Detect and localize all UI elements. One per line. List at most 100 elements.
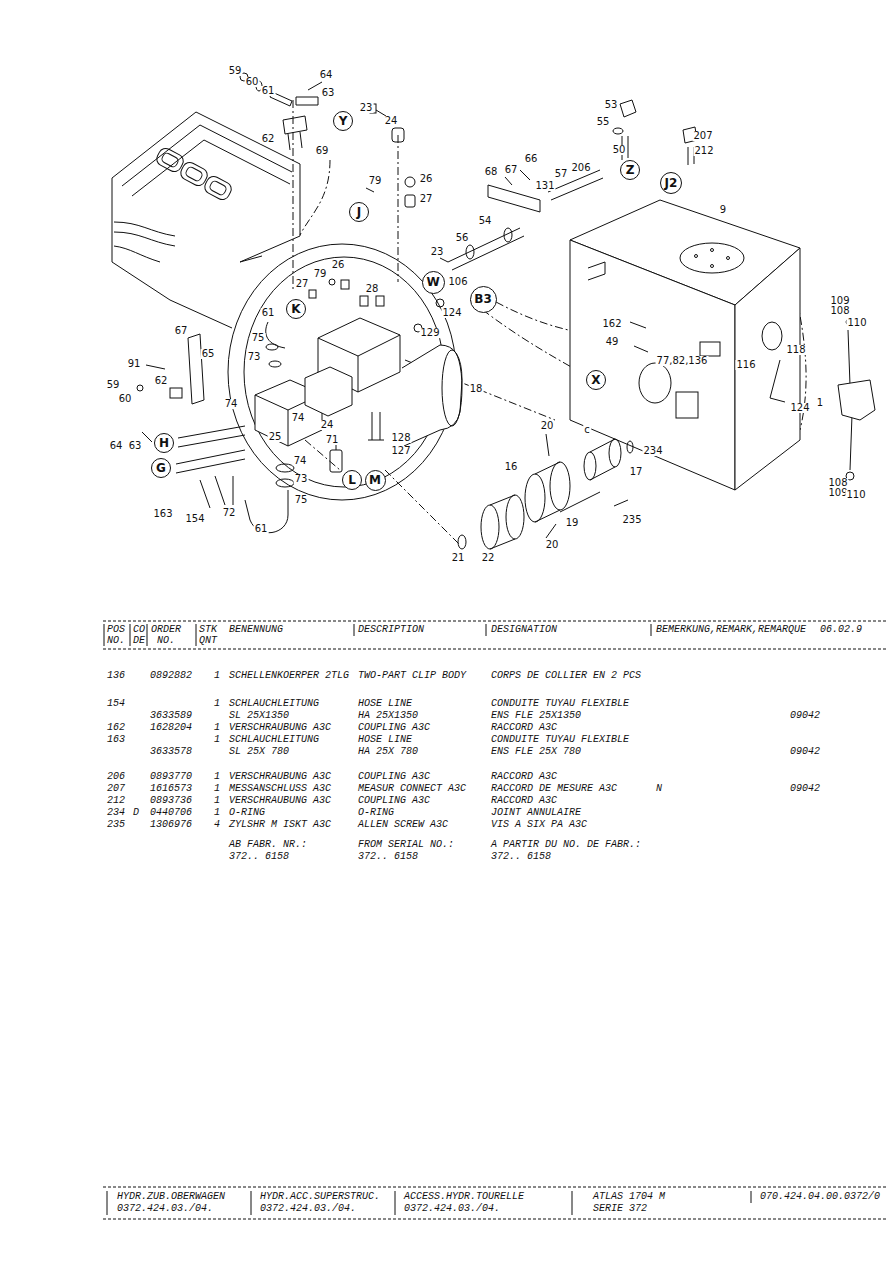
table-cell: COUPLING A3C bbox=[358, 795, 430, 807]
table-cell: CONDUITE TUYAU FLEXIBLE bbox=[491, 698, 629, 710]
table-cell: 162 bbox=[107, 722, 125, 734]
table-cell: 1 bbox=[214, 722, 220, 734]
table-cell: BEMERKUNG,REMARK,REMARQUE bbox=[656, 624, 806, 636]
callout-number: 17 bbox=[629, 467, 644, 477]
callout-number: 22 bbox=[481, 553, 496, 563]
callout-letter: M bbox=[369, 474, 381, 486]
callout-number: 1 bbox=[816, 398, 824, 408]
coupling-assembly bbox=[458, 434, 633, 549]
callout-number: 206 bbox=[570, 163, 591, 173]
callout-number: c bbox=[583, 425, 591, 435]
callout-number: 57 bbox=[554, 169, 569, 179]
footer-text: ACCESS.HYDR.TOURELLE bbox=[404, 1191, 524, 1203]
table-cell: SL 25X1350 bbox=[229, 710, 289, 722]
callout-number: 234 bbox=[642, 446, 663, 456]
callout-circle: B3 bbox=[470, 286, 497, 313]
table-cell: SL 25X 780 bbox=[229, 746, 289, 758]
callout-number: 19 bbox=[565, 518, 580, 528]
table-cell: CONDUITE TUYAU FLEXIBLE bbox=[491, 734, 629, 746]
callout-number: 21 bbox=[451, 553, 466, 563]
component-right bbox=[770, 319, 875, 480]
callout-letter: Z bbox=[626, 164, 635, 176]
table-cell: SCHLAUCHLEITUNG bbox=[229, 734, 319, 746]
table-cell: 06.02.9 bbox=[820, 624, 862, 636]
callout-number: 56 bbox=[455, 233, 470, 243]
callout-letter: J2 bbox=[665, 177, 678, 189]
pump-face bbox=[442, 350, 462, 426]
callout-circle: Z bbox=[620, 160, 640, 180]
hoses-left bbox=[137, 334, 294, 533]
table-cell: DESCRIPTION bbox=[358, 624, 424, 636]
callout-circle: J2 bbox=[660, 172, 682, 194]
callout-number: 69 bbox=[315, 146, 330, 156]
callout-number: 75 bbox=[294, 495, 309, 505]
table-cell: VIS A SIX PA A3C bbox=[491, 819, 587, 831]
table-cell: 372.. 6158 bbox=[491, 851, 551, 863]
assembly-lines bbox=[293, 100, 806, 545]
callout-number: 23 bbox=[430, 247, 445, 257]
table-cell: 3633578 bbox=[150, 746, 192, 758]
callout-number: 124 bbox=[441, 308, 462, 318]
table-cell: 1616573 bbox=[150, 783, 192, 795]
table-cell: 207 bbox=[107, 783, 125, 795]
callout-number: 110 bbox=[845, 490, 866, 500]
table-cell: 206 bbox=[107, 771, 125, 783]
callout-number: 62 bbox=[261, 134, 276, 144]
callout-number: 27 bbox=[295, 279, 310, 289]
tank bbox=[570, 200, 800, 490]
callout-number: 16 bbox=[504, 462, 519, 472]
callout-letter: K bbox=[291, 303, 300, 315]
table-cell: 372.. 6158 bbox=[229, 851, 289, 863]
footer-text: 070.424.04.00.0372/0 bbox=[760, 1191, 880, 1203]
callout-letter: J bbox=[357, 206, 361, 218]
table-cell: MEASUR CONNECT A3C bbox=[358, 783, 466, 795]
table-cell: 0892882 bbox=[150, 670, 192, 682]
table-cell: VERSCHRAUBUNG A3C bbox=[229, 795, 331, 807]
table-cell: HOSE LINE bbox=[358, 698, 412, 710]
table-cell: 09042 bbox=[790, 783, 820, 795]
table-cell: 1 bbox=[214, 698, 220, 710]
callout-number: 23 bbox=[359, 103, 374, 113]
footer-text: HYDR.ZUB.OBERWAGEN bbox=[117, 1191, 225, 1203]
table-cell: HA 25X1350 bbox=[358, 710, 418, 722]
callout-number: 124 bbox=[789, 403, 810, 413]
table-cell: MESSANSCHLUSS A3C bbox=[229, 783, 331, 795]
callout-number: 20 bbox=[540, 421, 555, 431]
callout-number: 212 bbox=[693, 146, 714, 156]
engine-block bbox=[112, 112, 300, 328]
table-cell: 09042 bbox=[790, 710, 820, 722]
table-cell: 0440706 bbox=[150, 807, 192, 819]
callout-number: 106 bbox=[447, 277, 468, 287]
table-separators bbox=[104, 624, 751, 1215]
callout-number: 91 bbox=[127, 359, 142, 369]
callout-circle: W bbox=[422, 271, 445, 294]
footer-text: 0372.424.03./04. bbox=[117, 1203, 213, 1215]
callout-number: 72 bbox=[222, 508, 237, 518]
table-cell: HA 25X 780 bbox=[358, 746, 418, 758]
table-cell: NO. bbox=[107, 635, 125, 647]
callout-number: 64 bbox=[319, 70, 334, 80]
callout-letter: Y bbox=[339, 115, 348, 127]
table-cell: DESIGNATION bbox=[491, 624, 557, 636]
callout-number: 109 bbox=[829, 296, 850, 306]
callout-number: 61 bbox=[261, 86, 276, 96]
callout-number: 49 bbox=[605, 337, 620, 347]
table-cell: 1 bbox=[214, 670, 220, 682]
callout-number: 74 bbox=[291, 413, 306, 423]
callout-number: 63 bbox=[321, 88, 336, 98]
callout-letter: B3 bbox=[474, 293, 492, 305]
table-cell: 4 bbox=[214, 819, 220, 831]
callout-number: 25 bbox=[268, 432, 283, 442]
table-cell: 1306976 bbox=[150, 819, 192, 831]
table-cell: VERSCHRAUBUNG A3C bbox=[229, 722, 331, 734]
table-cell: 163 bbox=[107, 734, 125, 746]
table-cell: 372.. 6158 bbox=[358, 851, 418, 863]
callout-number: 79 bbox=[313, 269, 328, 279]
table-cell: 1 bbox=[214, 783, 220, 795]
callout-number: 24 bbox=[384, 116, 399, 126]
footer-text: SERIE 372 bbox=[593, 1203, 647, 1215]
table-cell: 1 bbox=[214, 771, 220, 783]
callout-number: 235 bbox=[621, 515, 642, 525]
callout-number: 74 bbox=[224, 399, 239, 409]
table-cell: 212 bbox=[107, 795, 125, 807]
